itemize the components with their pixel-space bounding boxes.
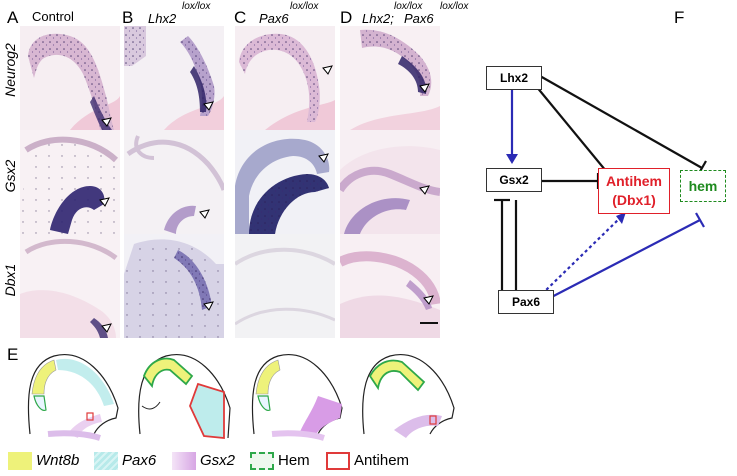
row-label-gsx2: Gsx2 bbox=[2, 159, 18, 193]
micrograph-double-dbx1 bbox=[340, 234, 440, 338]
legend-label-antihem: Antihem bbox=[354, 452, 410, 469]
column-title-double-pax6: Pax6 bbox=[404, 11, 434, 26]
micrograph-double-neurog2 bbox=[340, 26, 440, 130]
legend-label-pax6: Pax6 bbox=[122, 452, 157, 469]
node-lhx2: Lhx2 bbox=[486, 66, 542, 90]
panel-label-c: C bbox=[234, 8, 247, 27]
column-title-lhx2-superscript: lox/lox bbox=[182, 1, 211, 12]
legend-swatch-gsx2 bbox=[172, 452, 196, 470]
column-title-double-pax6-superscript: lox/lox bbox=[440, 1, 469, 12]
column-title-lhx2: Lhx2 bbox=[148, 11, 177, 26]
micrograph-pax6-neurog2 bbox=[235, 26, 335, 130]
legend-label-hem: Hem bbox=[278, 452, 310, 469]
panel-label-b: B bbox=[122, 8, 134, 27]
panel-label-e: E bbox=[7, 345, 19, 364]
schematic-double bbox=[362, 354, 455, 438]
edge-pax6-hem bbox=[541, 219, 701, 303]
node-antihem-name: Antihem bbox=[606, 173, 662, 189]
row-label-dbx1: Dbx1 bbox=[2, 263, 18, 297]
column-title-control: Control bbox=[32, 9, 74, 24]
panel-label-a: A bbox=[7, 8, 19, 27]
node-antihem-gene: (Dbx1) bbox=[612, 192, 656, 208]
panel-label-f: F bbox=[674, 8, 685, 27]
column-title-double-lhx2: Lhx2; bbox=[362, 11, 394, 26]
column-title-double-lhx2-superscript: lox/lox bbox=[394, 1, 423, 12]
micrograph-lhx2-dbx1 bbox=[124, 234, 224, 338]
micrograph-pax6-gsx2 bbox=[235, 130, 335, 234]
legend-swatch-antihem bbox=[326, 452, 350, 470]
micrograph-double-gsx2 bbox=[340, 130, 440, 234]
legend-label-gsx2: Gsx2 bbox=[200, 452, 236, 469]
micrograph-control-neurog2 bbox=[20, 26, 120, 130]
node-antihem: Antihem (Dbx1) bbox=[598, 168, 670, 214]
node-gsx2: Gsx2 bbox=[486, 168, 542, 192]
column-title-pax6: Pax6 bbox=[259, 11, 289, 26]
node-hem: hem bbox=[680, 170, 726, 202]
micrograph-control-dbx1 bbox=[20, 234, 120, 338]
micrograph-pax6-dbx1 bbox=[235, 234, 335, 338]
legend-label-wnt8b: Wnt8b bbox=[36, 452, 80, 469]
micrograph-lhx2-neurog2 bbox=[124, 26, 224, 130]
panel-label-d: D bbox=[340, 8, 353, 27]
micrograph-lhx2-gsx2 bbox=[124, 130, 224, 234]
edge-pax6-antihem bbox=[541, 217, 621, 295]
schematic-pax6 bbox=[251, 354, 343, 441]
schematic-control bbox=[27, 354, 119, 441]
micrograph-control-gsx2 bbox=[20, 130, 120, 234]
legend-swatch-wnt8b bbox=[8, 452, 32, 470]
column-title-pax6-superscript: lox/lox bbox=[290, 1, 319, 12]
row-label-neurog2: Neurog2 bbox=[2, 43, 18, 97]
legend-swatch-hem bbox=[250, 452, 274, 470]
legend-swatch-pax6 bbox=[94, 452, 118, 470]
schematic-lhx2 bbox=[138, 354, 231, 439]
scale-bar bbox=[420, 322, 438, 324]
node-pax6: Pax6 bbox=[498, 290, 554, 314]
edge-lhx2-hem bbox=[539, 75, 703, 169]
schematic-row bbox=[27, 354, 455, 441]
